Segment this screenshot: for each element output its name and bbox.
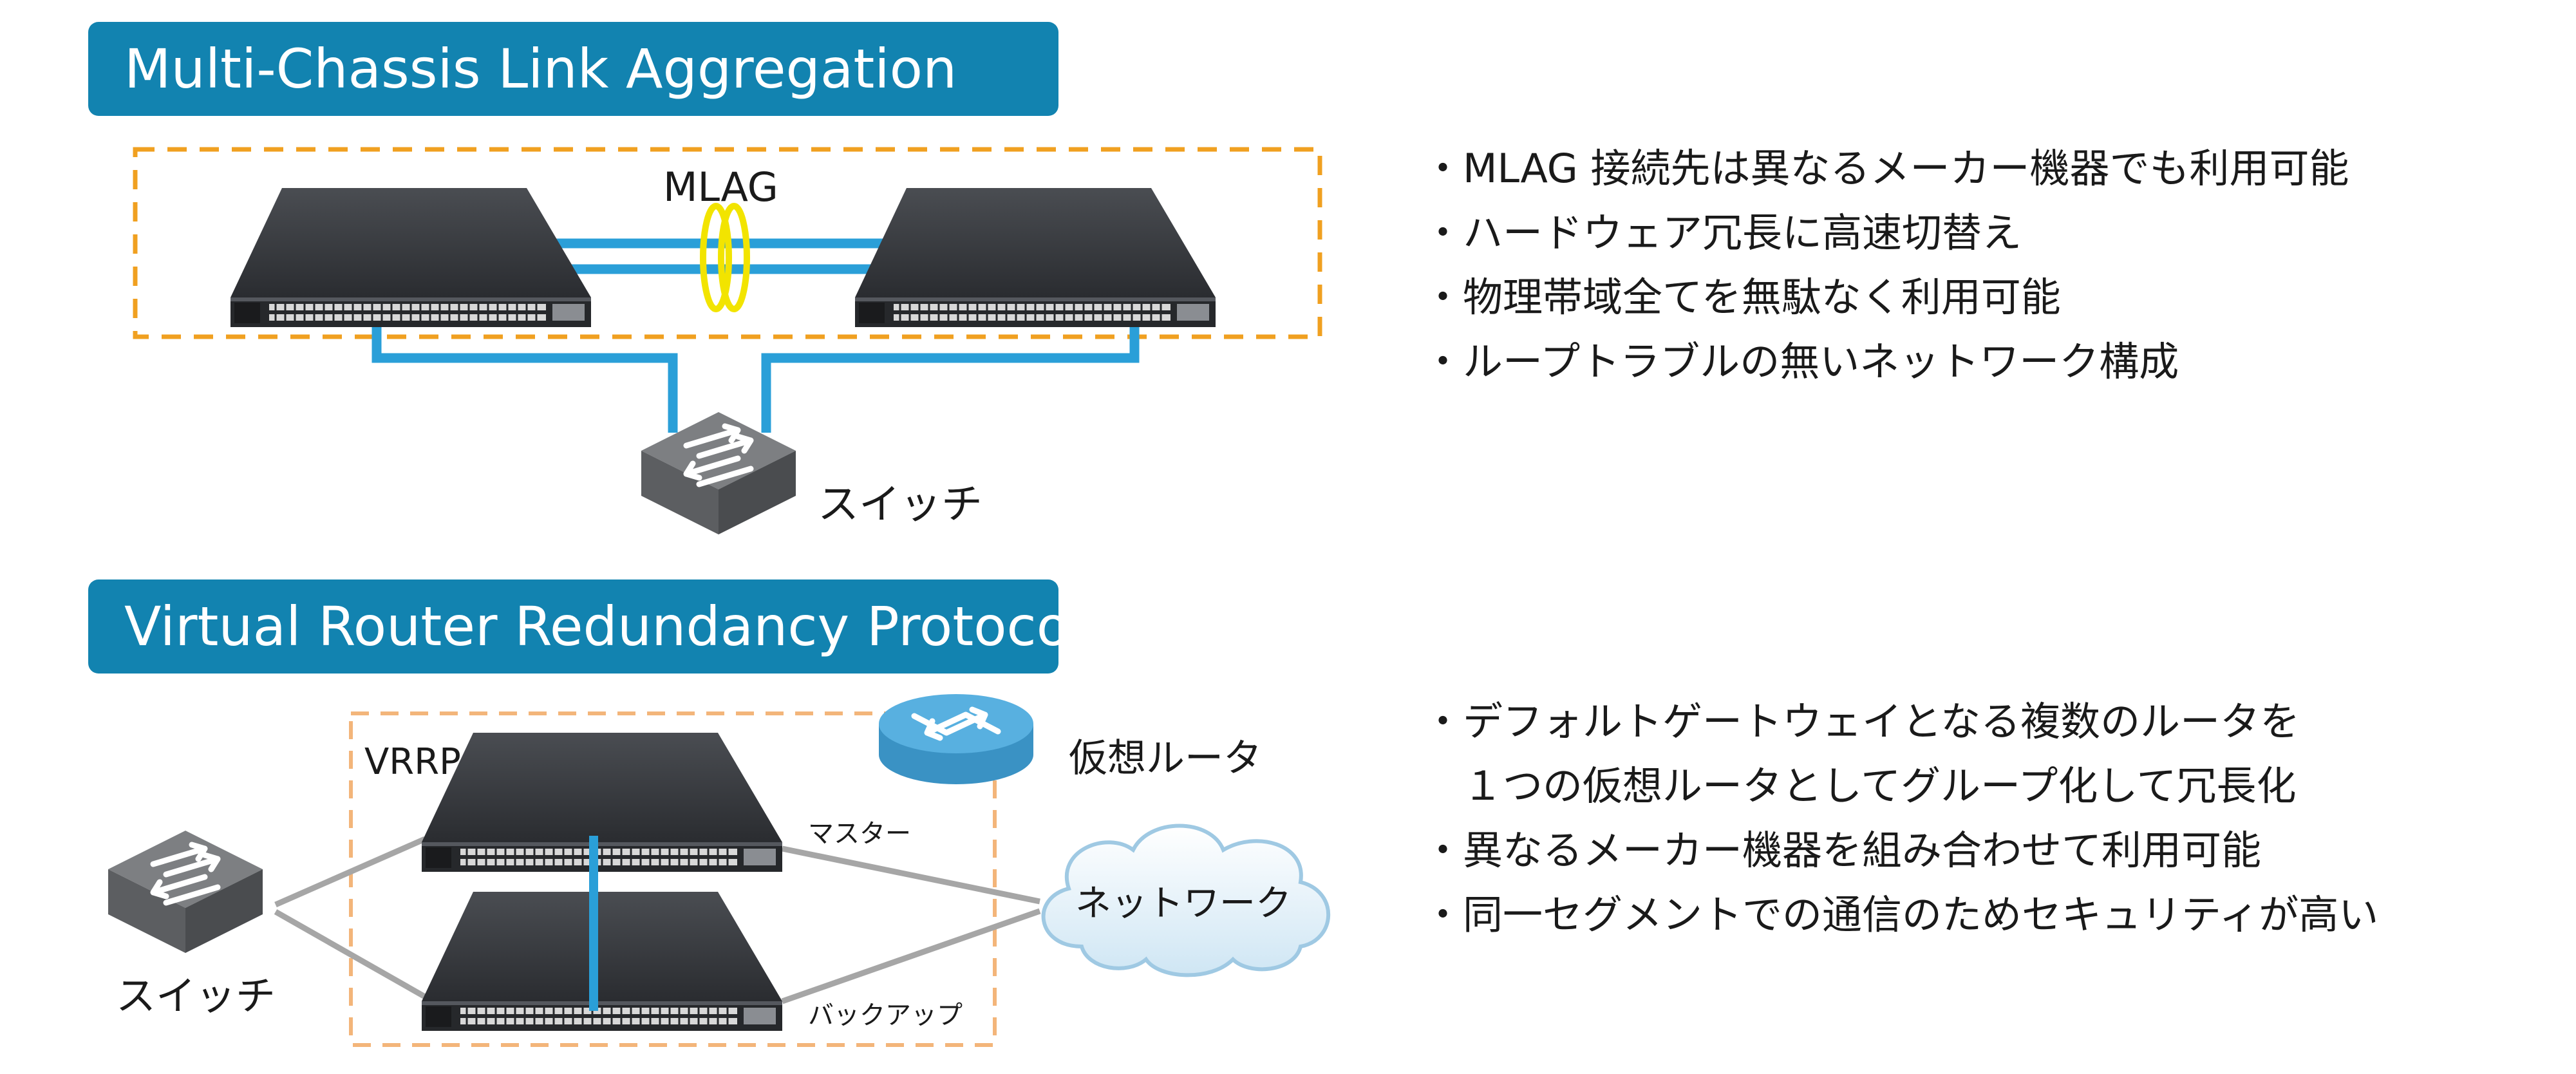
list-item: ・ハードウェア冗長に高速切替え: [1423, 209, 2022, 256]
vrrp-switch-label: スイッチ: [116, 972, 276, 1019]
mlag-switch-right-icon: [854, 187, 1217, 328]
list-item: ・MLAG 接続先は異なるメーカー機器でも利用可能: [1423, 145, 2349, 192]
vrrp-title: Virtual Router Redundancy Protocol: [124, 595, 1085, 658]
list-item: ・物理帯域全てを無駄なく利用可能: [1423, 274, 2061, 321]
list-item: ・ループトラブルの無いネットワーク構成: [1423, 338, 2179, 385]
vrrp-group-label: VRRP: [364, 741, 461, 783]
mlag-l2-switch-icon: [641, 412, 796, 534]
mlag-link-label: MLAG: [663, 164, 778, 211]
mlag-ring-icon: [700, 203, 750, 312]
vrrp-links: [274, 836, 1041, 1004]
mlag-dashed-group: [133, 147, 1322, 339]
vrrp-backup-switch-icon: [420, 890, 784, 1032]
network-label: ネットワーク: [1075, 883, 1292, 925]
vrrp-master-label: マスター: [808, 819, 911, 849]
mlag-title-banner: Multi-Chassis Link Aggregation: [88, 22, 1058, 116]
list-item: １つの仮想ルータとしてグループ化して冗長化: [1423, 762, 2297, 809]
vrrp-backup-label: バックアップ: [808, 1001, 963, 1030]
list-item: ・同一セグメントでの通信のためセキュリティが高い: [1423, 891, 2379, 938]
network-cloud-icon: [1041, 824, 1331, 977]
list-item: ・異なるメーカー機器を組み合わせて利用可能: [1423, 827, 2262, 874]
vrrp-master-switch-icon: [420, 731, 784, 873]
list-item: ・デフォルトゲートウェイとなる複数のルータを: [1423, 698, 2300, 745]
vrrp-dashed-group: [349, 711, 997, 1047]
mlag-title: Multi-Chassis Link Aggregation: [124, 37, 957, 100]
virtual-router-label: 仮想ルータ: [1069, 736, 1262, 781]
vrrp-title-banner: Virtual Router Redundancy Protocol: [88, 579, 1084, 674]
mlag-feature-list: ・MLAG 接続先は異なるメーカー機器でも利用可能 ・ハードウェア冗長に高速切替…: [1423, 137, 2349, 394]
mlag-switch-left-icon: [229, 187, 592, 328]
mlag-switch-label: スイッチ: [818, 481, 982, 529]
vrrp-feature-list: ・デフォルトゲートウェイとなる複数のルータを １つの仮想ルータとしてグループ化し…: [1423, 690, 2378, 947]
vrrp-l2-switch-icon: [108, 831, 263, 953]
virtual-router-icon: [879, 694, 1033, 784]
